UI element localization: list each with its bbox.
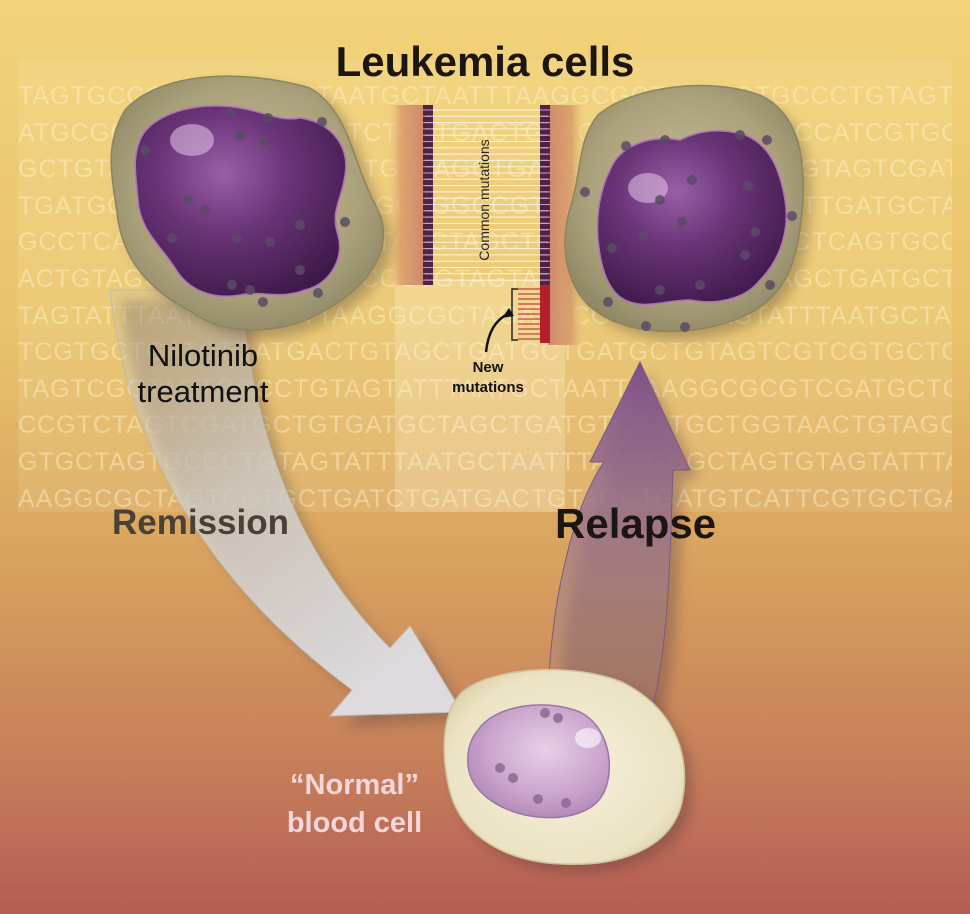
granule	[580, 187, 590, 197]
granule	[603, 297, 613, 307]
granule	[235, 130, 245, 140]
normal-blood-cell	[443, 668, 693, 873]
common-mutations-text: Common mutations	[476, 139, 492, 261]
left-band	[385, 105, 425, 285]
right-chromosome-bar	[540, 105, 550, 285]
new-mutations-arrowhead	[502, 308, 514, 318]
granule	[607, 243, 617, 253]
treatment-label: Nilotinib treatment	[118, 338, 288, 410]
granule	[787, 211, 797, 221]
leukemia-cell-right-nucleus	[596, 130, 787, 306]
granule	[258, 297, 268, 307]
granule	[561, 798, 571, 808]
relapse-arrow	[547, 360, 700, 730]
left-chromosome-bar	[423, 105, 433, 285]
diagram-title: Leukemia cells	[335, 38, 635, 85]
normal-line2: blood cell	[286, 807, 423, 839]
granule	[655, 285, 665, 295]
granule	[495, 763, 505, 773]
granule	[167, 233, 177, 243]
common-mutation-rungs	[423, 109, 550, 281]
common-mutations-label: Common mutations	[436, 120, 532, 280]
remission-arrow-body	[109, 289, 463, 717]
new-mutations-line2: mutations	[452, 379, 524, 396]
leukemia-cell-right-granules	[580, 130, 797, 332]
granule	[183, 195, 193, 205]
leukemia-cell-left	[110, 75, 393, 339]
relapse-arrow-body	[547, 360, 691, 721]
granule	[508, 773, 518, 783]
granule	[200, 205, 210, 215]
granule	[638, 230, 648, 240]
granule	[680, 322, 690, 332]
granule	[621, 141, 631, 151]
granule	[313, 288, 323, 298]
normal-blood-cell-label: “Normal” blood cell	[262, 766, 447, 842]
granule	[225, 107, 235, 117]
remission-arrow	[109, 289, 470, 728]
new-mutation-rungs	[518, 288, 548, 340]
granule	[677, 217, 687, 227]
granule	[750, 227, 760, 237]
leukemia-cell-right	[564, 84, 812, 340]
new-mutations-label: New mutations	[428, 358, 548, 398]
granule	[260, 137, 270, 147]
granule	[660, 135, 670, 145]
normal-line1: “Normal”	[290, 769, 419, 801]
granule	[295, 265, 305, 275]
granule	[743, 181, 753, 191]
relapse-label: Relapse	[555, 500, 717, 547]
granule	[340, 217, 350, 227]
granule	[317, 117, 327, 127]
granule	[695, 280, 705, 290]
leukemia-cell-left-granules	[140, 107, 350, 307]
treatment-line1: Nilotinib	[147, 338, 259, 373]
granule	[641, 321, 651, 331]
normal-blood-cell-granules	[495, 708, 571, 808]
granule	[265, 237, 275, 247]
treatment-line2: treatment	[137, 374, 269, 409]
granule	[655, 195, 665, 205]
granule	[533, 794, 543, 804]
granule	[740, 250, 750, 260]
granule	[227, 280, 237, 290]
granule	[295, 220, 305, 230]
granule	[553, 713, 563, 723]
granule	[735, 130, 745, 140]
normal-blood-cell-highlight	[575, 728, 601, 748]
granule	[765, 280, 775, 290]
remission-label: Remission	[112, 503, 289, 542]
new-mutations-line1: New	[472, 359, 504, 376]
leukemia-cell-left-highlight	[170, 124, 214, 156]
granule	[687, 175, 697, 185]
granule	[245, 285, 255, 295]
normal-blood-cell-nucleus	[467, 704, 611, 819]
granule	[232, 233, 242, 243]
granule	[140, 145, 150, 155]
granule	[762, 135, 772, 145]
granule	[263, 113, 273, 123]
granule	[540, 708, 550, 718]
